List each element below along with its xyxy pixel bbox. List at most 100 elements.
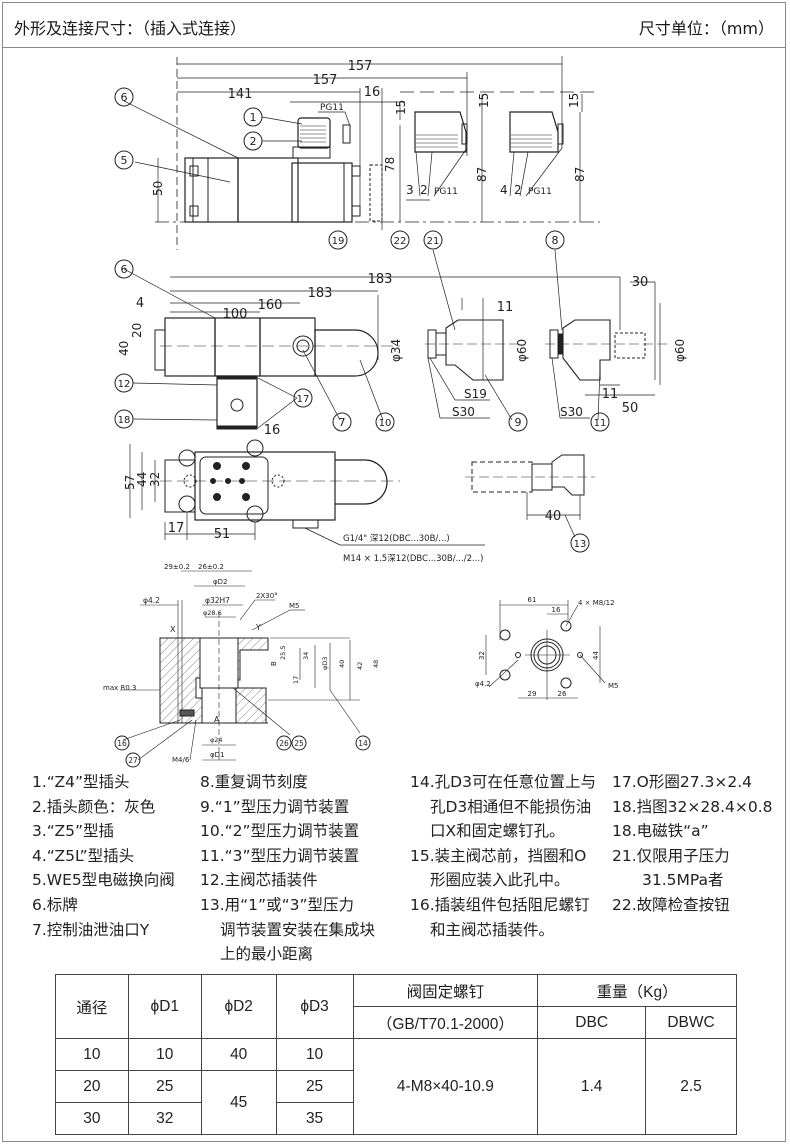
callout-27: 27 [128,756,138,765]
cell-bore: 20 [55,1070,129,1103]
cell-d1: 10 [127,1038,202,1071]
callout-11: 11 [594,418,607,429]
dim-87-a: 87 [475,167,489,182]
note-item: 12.主阀芯插装件 [200,871,318,890]
callout-7: 7 [339,416,346,429]
dim-d60-a: φ60 [515,339,529,362]
notes-column-3: 14.孔D3可在任意位置上与 孔D3相通但不能损伤油 口X和固定螺钉孔。 15.… [410,770,596,942]
dim-16: 16 [264,423,281,438]
notes-column-4: 17.O形圈27.3×2.4 18.挡图32×28.4×0.8 18.电磁铁“a… [612,770,773,918]
callout-10: 10 [379,418,392,429]
note-item: 2.插头颜色：灰色 [32,797,156,816]
cell-d2: 45 [200,1070,277,1135]
note-item: 18.挡图32×28.4×0.8 [612,797,773,816]
cell-d2: 40 [200,1038,277,1071]
note-item-continued: 口X和固定螺钉孔。 [430,822,565,841]
dim-2x30: 2X30° [256,592,278,600]
dim-11-b: 11 [602,387,619,402]
header-dbc: DBC [537,1006,647,1039]
dim-157-inner: 157 [313,73,338,88]
dim-16: 16 [364,85,381,100]
dim-d28-6: φ28.6 [203,609,222,617]
callout-26: 26 [279,739,289,748]
dim-50: 50 [151,181,165,196]
dim-d2: φD2 [213,578,227,586]
dim-51: 51 [214,527,231,542]
callout-14: 14 [358,739,368,748]
section-view: 29±0.2 26±0.2 φD2 φ4.2 φ32H7 φ28.6 2X30°… [103,563,380,768]
header-screw-std: （GB/T70.1-2000） [352,1006,539,1039]
dim-160: 160 [258,298,283,313]
dim-17: 17 [168,521,185,536]
dim-max-r03: max R0.3 [103,684,136,692]
plan-view: 57 44 32 17 51 40 G1/4" 深12(DBC...30B/..… [123,439,595,564]
note-item: 6.标牌 [32,895,78,914]
connector-label-2a: 2 [420,183,428,197]
dim-141: 141 [228,87,253,102]
callout-25: 25 [294,739,304,748]
note-item: 16.插装组件包括阻尼螺钉 [410,895,590,914]
dim-26: 26±0.2 [198,563,224,571]
dim-40: 40 [117,341,131,356]
dim-183-b: 183 [308,286,333,301]
note-item-continued: 和主阀芯插装件。 [430,920,555,939]
note-item: 7.控制油泄油口Y [32,920,150,939]
wrench-s30-a: S30 [452,405,475,419]
connector-label-pg11a: PG11 [434,187,458,197]
note-item: 10.“2”型压力调节装置 [200,822,360,841]
dim-d24: φ24 [210,736,223,744]
dim-57: 57 [123,475,137,490]
cell-weight-dbwc: 2.5 [645,1038,737,1135]
dim-d4-2: φ4.2 [143,596,160,605]
callout-1: 1 [250,111,257,124]
note-item: 3.“Z5”型插 [32,822,115,841]
callout-12: 12 [118,379,131,390]
dim-78: 78 [383,157,397,172]
port-a: A [214,715,220,724]
technical-drawing: 157 157 141 16 15 15 15 50 78 87 87 PG11… [103,56,687,768]
callout-18: 18 [118,415,131,426]
thread-pg11: PG11 [320,103,344,113]
callout-2: 2 [250,135,257,148]
dim-34: 34 [302,652,310,660]
cell-bore: 30 [55,1102,129,1135]
dim-32: 32 [148,472,162,487]
dim-m4-6: M4/6 [172,756,190,764]
dim-42: 42 [356,662,364,670]
connector-label-3: 3 [406,183,414,197]
unit-label: 尺寸单位：（mm） [638,19,774,38]
dim-11-a: 11 [497,300,514,315]
note-item: 18.电磁铁“a” [612,822,709,841]
dim-61: 61 [528,596,537,604]
dim-44: 44 [135,472,149,487]
note-item-continued: 调节装置安装在集成块 [220,920,376,939]
callout-21: 21 [427,236,440,247]
callout-19: 19 [332,236,345,247]
note-item: 21.仅限用子压力 [612,846,730,865]
dim-20: 20 [130,323,144,338]
dim-30: 30 [632,275,649,290]
dim-40: 40 [338,660,346,668]
note-item-continued: 上的最小距离 [220,945,314,964]
cell-d3: 35 [275,1102,354,1135]
note-item: 1.“Z4”型插头 [32,773,130,791]
table-header-row: 通径 ϕD1 ϕD2 ϕD3 阀固定螺钉 重量（Kg） [55,974,737,1039]
cell-d3: 25 [275,1070,354,1103]
callout-22: 22 [394,236,407,247]
dim-26: 26 [558,690,567,698]
dim-25-5: 25.5 [279,646,287,660]
callout-6b: 6 [121,263,128,276]
table-row: 20 25 45 25 [55,1070,737,1135]
cell-bore: 10 [55,1038,129,1071]
note-item: 15.装主阀芯前，挡圈和O [410,846,587,865]
callout-8: 8 [552,234,559,247]
table-row: 10 10 40 10 4-M8×40-10.9 1.4 2.5 [55,1038,737,1135]
port-y: Y [255,623,261,632]
dim-48: 48 [372,660,380,668]
wrench-s19: S19 [464,387,487,401]
header-d3: ϕD3 [275,974,354,1039]
callout-6: 6 [121,91,128,104]
dim-50: 50 [622,401,639,416]
note-item-continued: 孔D3相通但不能损伤油 [430,797,592,816]
